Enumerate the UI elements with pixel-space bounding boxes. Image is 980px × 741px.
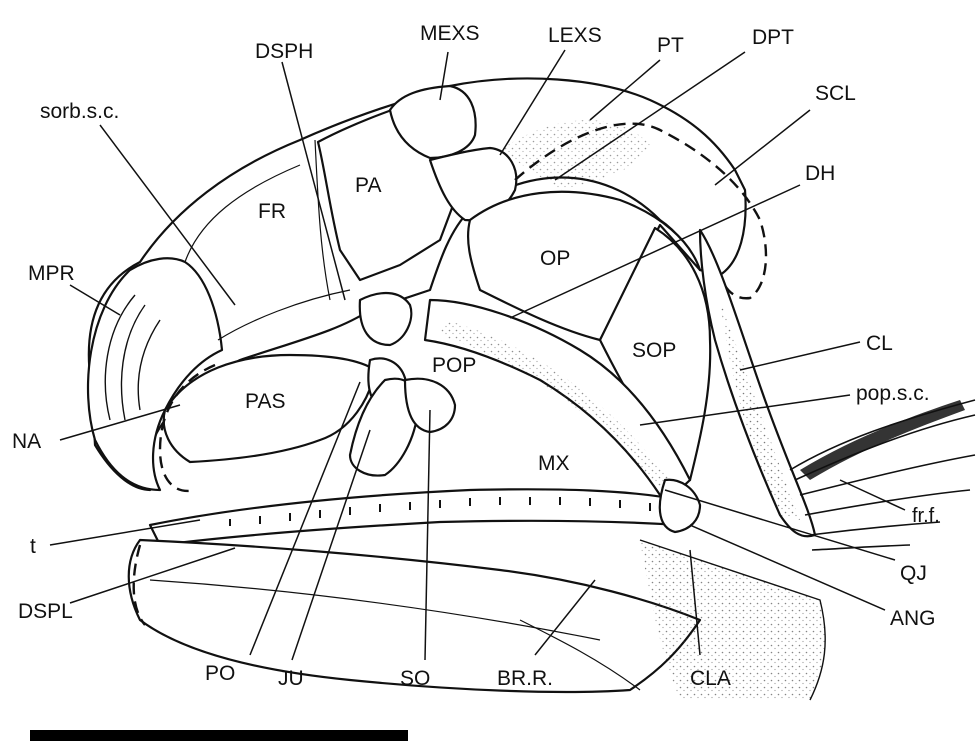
label-pa: PA	[355, 174, 381, 197]
label-mx: MX	[538, 452, 570, 475]
label-pt: PT	[657, 34, 684, 57]
scale-bar	[30, 730, 408, 741]
label-lexs: LEXS	[548, 24, 602, 47]
qj-bone	[660, 480, 700, 532]
label-dsph: DSPH	[255, 40, 313, 63]
cl-bone	[700, 230, 815, 536]
label-qj: QJ	[900, 562, 927, 585]
label-na: NA	[12, 430, 41, 453]
label-cla: CLA	[690, 667, 731, 690]
label-ang: ANG	[890, 607, 936, 630]
label-pop-s-c: pop.s.c.	[856, 382, 930, 405]
mx-bone	[150, 489, 688, 545]
label-fr-f: fr.f.	[912, 505, 940, 527]
skull-drawing	[88, 78, 975, 700]
label-ju: JU	[278, 667, 304, 690]
label-op: OP	[540, 247, 570, 270]
label-fr: FR	[258, 200, 286, 223]
label-sop: SOP	[632, 339, 676, 362]
label-dspl: DSPL	[18, 600, 73, 623]
label-so: SO	[400, 667, 430, 690]
label-pas: PAS	[245, 390, 285, 413]
label-dh: DH	[805, 162, 835, 185]
label-t: t	[30, 535, 36, 558]
label-mexs: MEXS	[420, 22, 480, 45]
dsph-bone	[360, 293, 412, 345]
label-cl: CL	[866, 332, 893, 355]
label-sorb-s-c: sorb.s.c.	[40, 100, 119, 123]
label-mpr: MPR	[28, 262, 75, 285]
label-br-r: BR.R.	[497, 667, 553, 690]
label-po: PO	[205, 662, 235, 685]
label-scl: SCL	[815, 82, 856, 105]
label-dpt: DPT	[752, 26, 794, 49]
label-pop: POP	[432, 354, 476, 377]
